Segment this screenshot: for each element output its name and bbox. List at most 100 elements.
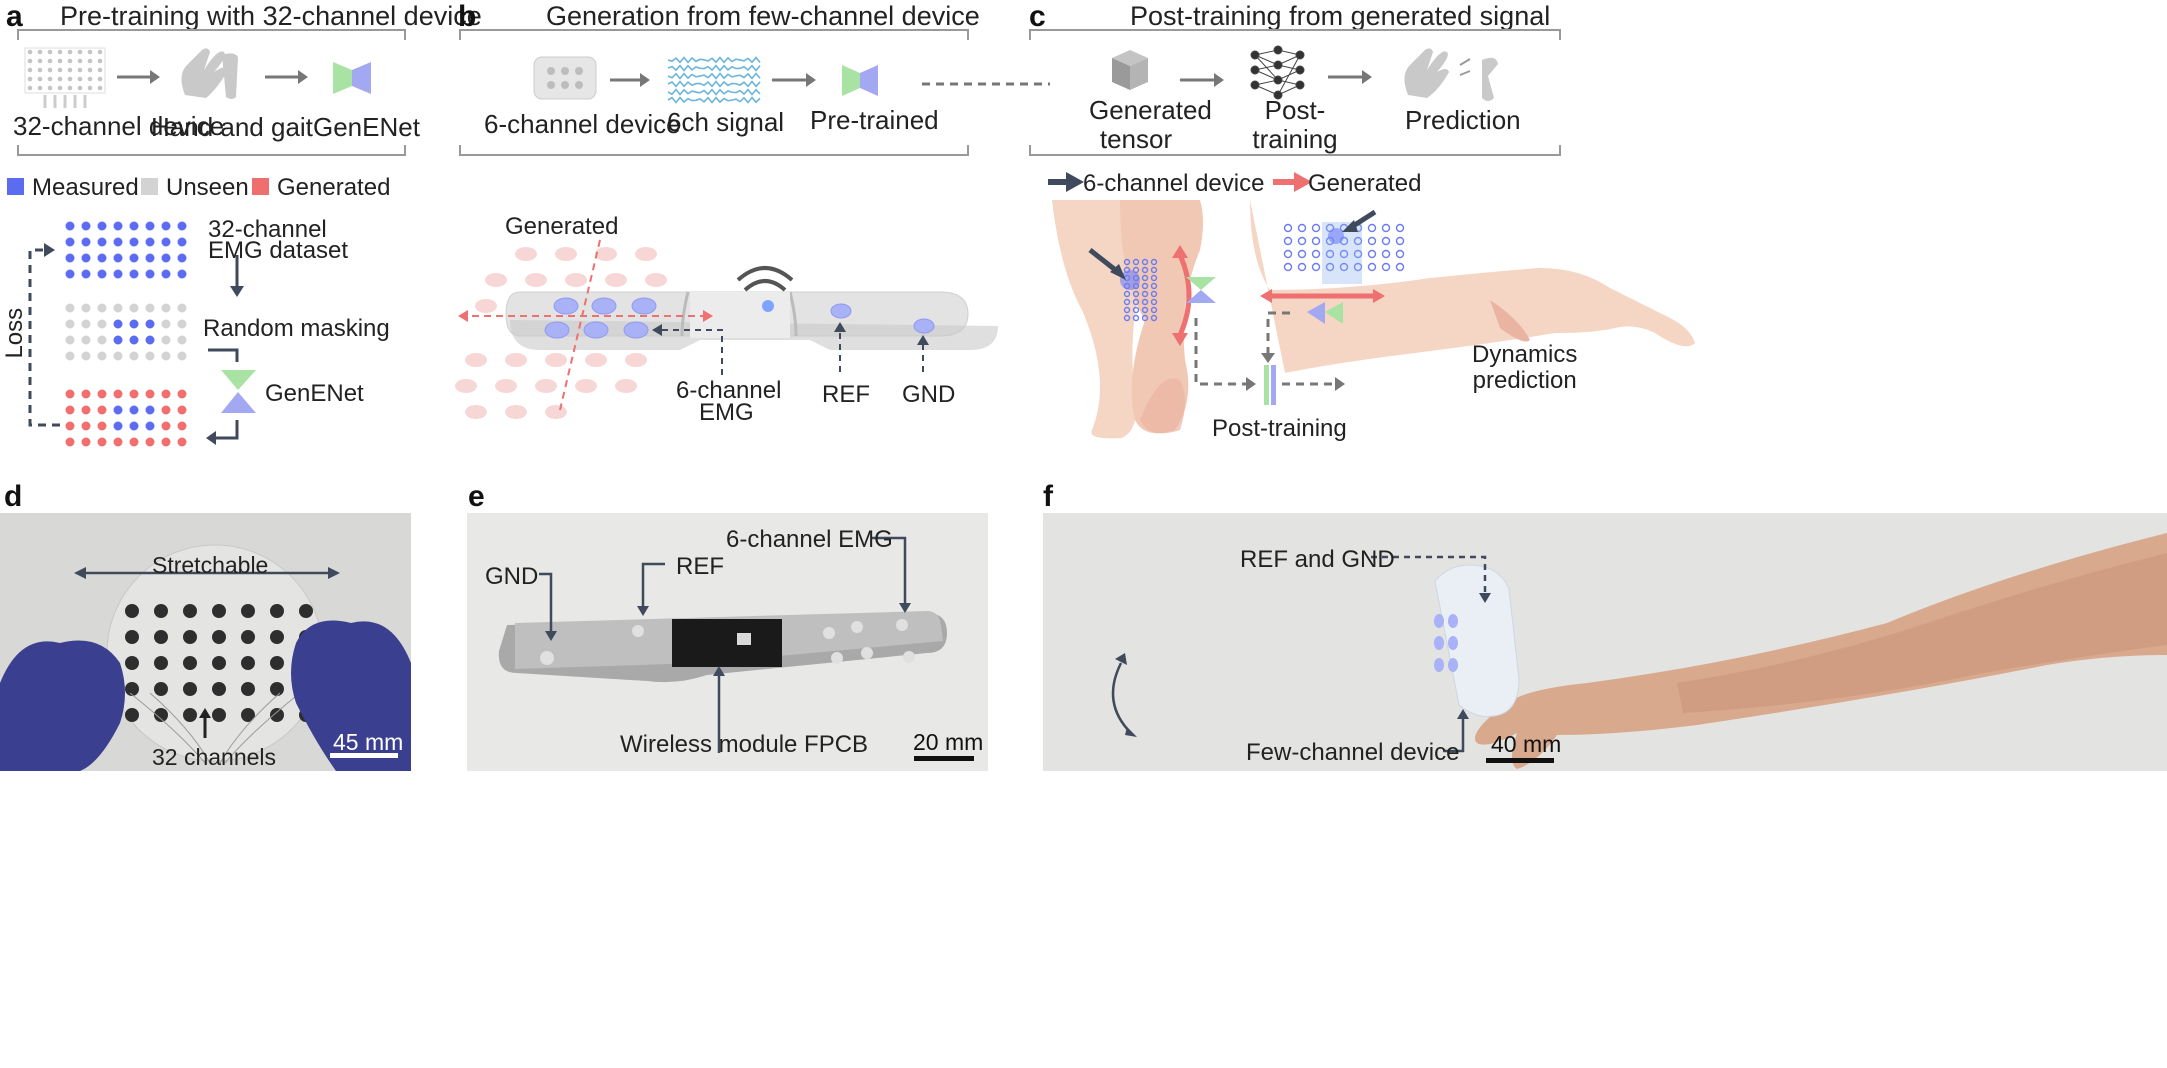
dot xyxy=(1141,258,1149,266)
dot xyxy=(241,656,255,670)
channels-label: 32 channels xyxy=(152,744,277,770)
dot xyxy=(65,303,75,313)
dot xyxy=(129,303,139,313)
device-label: Few-channel device xyxy=(1246,739,1460,766)
generated-dot xyxy=(645,273,667,287)
dot xyxy=(27,76,33,82)
legend-device-arrow xyxy=(1066,172,1084,192)
gnd-photo-label: GND xyxy=(485,563,539,590)
dot xyxy=(1283,262,1293,272)
arm-device-photo xyxy=(1043,513,2167,771)
dot xyxy=(1150,298,1158,306)
dot xyxy=(212,630,226,644)
dot xyxy=(1367,249,1377,259)
dot xyxy=(65,421,75,431)
dot xyxy=(57,67,63,73)
masked-grid xyxy=(65,303,187,361)
scale-bar-e xyxy=(914,756,974,761)
dot xyxy=(77,58,83,64)
dot xyxy=(1283,249,1293,259)
dot xyxy=(1381,223,1391,233)
generated-dot xyxy=(535,379,557,393)
generated-dot xyxy=(595,247,617,261)
dot xyxy=(125,708,139,722)
dot xyxy=(27,58,33,64)
dot xyxy=(1132,306,1140,314)
dot xyxy=(177,237,187,247)
dot xyxy=(161,253,171,263)
panel-a-title: Pre-training with 32-channel device xyxy=(60,1,482,31)
generated-dot xyxy=(545,405,567,419)
dot xyxy=(1123,290,1131,298)
dot xyxy=(1367,223,1377,233)
dot xyxy=(81,253,91,263)
dot xyxy=(1297,249,1307,259)
dot xyxy=(81,421,91,431)
dot xyxy=(270,630,284,644)
dot xyxy=(1141,282,1149,290)
step-6ch-signal: 6ch signal xyxy=(667,107,785,137)
dot xyxy=(1395,236,1405,246)
step-post-training: Post-training xyxy=(1252,95,1338,154)
step-pretrained: Pre-trained xyxy=(810,105,939,135)
generated-dot xyxy=(485,273,507,287)
dot xyxy=(27,49,33,55)
dot xyxy=(161,389,171,399)
dot xyxy=(65,405,75,415)
led-indicator xyxy=(762,300,774,312)
dot xyxy=(177,389,187,399)
dot xyxy=(177,319,187,329)
dot xyxy=(1311,249,1321,259)
dot xyxy=(1132,298,1140,306)
dot xyxy=(154,604,168,618)
gnd-label: GND xyxy=(902,381,956,408)
tensor-cube-icon xyxy=(1112,50,1148,90)
dot xyxy=(241,604,255,618)
dot xyxy=(113,303,123,313)
prediction-icon xyxy=(1404,48,1498,101)
dot xyxy=(145,319,155,329)
dot xyxy=(1325,262,1335,272)
dot xyxy=(65,335,75,345)
generated-dot xyxy=(575,379,597,393)
dot xyxy=(1150,290,1158,298)
panel-c-graphics xyxy=(1029,29,1695,439)
dot xyxy=(1339,262,1349,272)
dot xyxy=(1150,274,1158,282)
decoder-shape xyxy=(221,392,256,413)
generated-dot xyxy=(545,353,567,367)
legend-unseen-swatch xyxy=(141,178,158,195)
dot xyxy=(177,405,187,415)
generated-dot xyxy=(585,353,607,367)
dot xyxy=(161,351,171,361)
dot xyxy=(125,656,139,670)
ref-label: REF xyxy=(822,381,870,408)
dot xyxy=(1297,236,1307,246)
dot xyxy=(47,58,53,64)
module-label: Wireless module FPCB xyxy=(620,731,869,758)
generated-dot xyxy=(525,273,547,287)
dot xyxy=(113,335,123,345)
dot xyxy=(81,269,91,279)
dot xyxy=(1395,223,1405,233)
dot xyxy=(1367,262,1377,272)
generated-grid xyxy=(65,389,187,447)
panel-letter-c: c xyxy=(1029,0,1046,33)
dot xyxy=(65,437,75,447)
dot xyxy=(57,58,63,64)
dataset-label-1: 32-channel xyxy=(208,216,327,243)
dot xyxy=(1141,298,1149,306)
panel-letter-e: e xyxy=(468,480,485,513)
dot xyxy=(145,269,155,279)
dot xyxy=(113,269,123,279)
dot xyxy=(145,421,155,431)
dot xyxy=(97,437,107,447)
dot xyxy=(177,335,187,345)
dot xyxy=(212,708,226,722)
dot xyxy=(241,630,255,644)
dot xyxy=(1141,290,1149,298)
dot xyxy=(65,319,75,329)
dot xyxy=(1297,223,1307,233)
dot xyxy=(1141,266,1149,274)
